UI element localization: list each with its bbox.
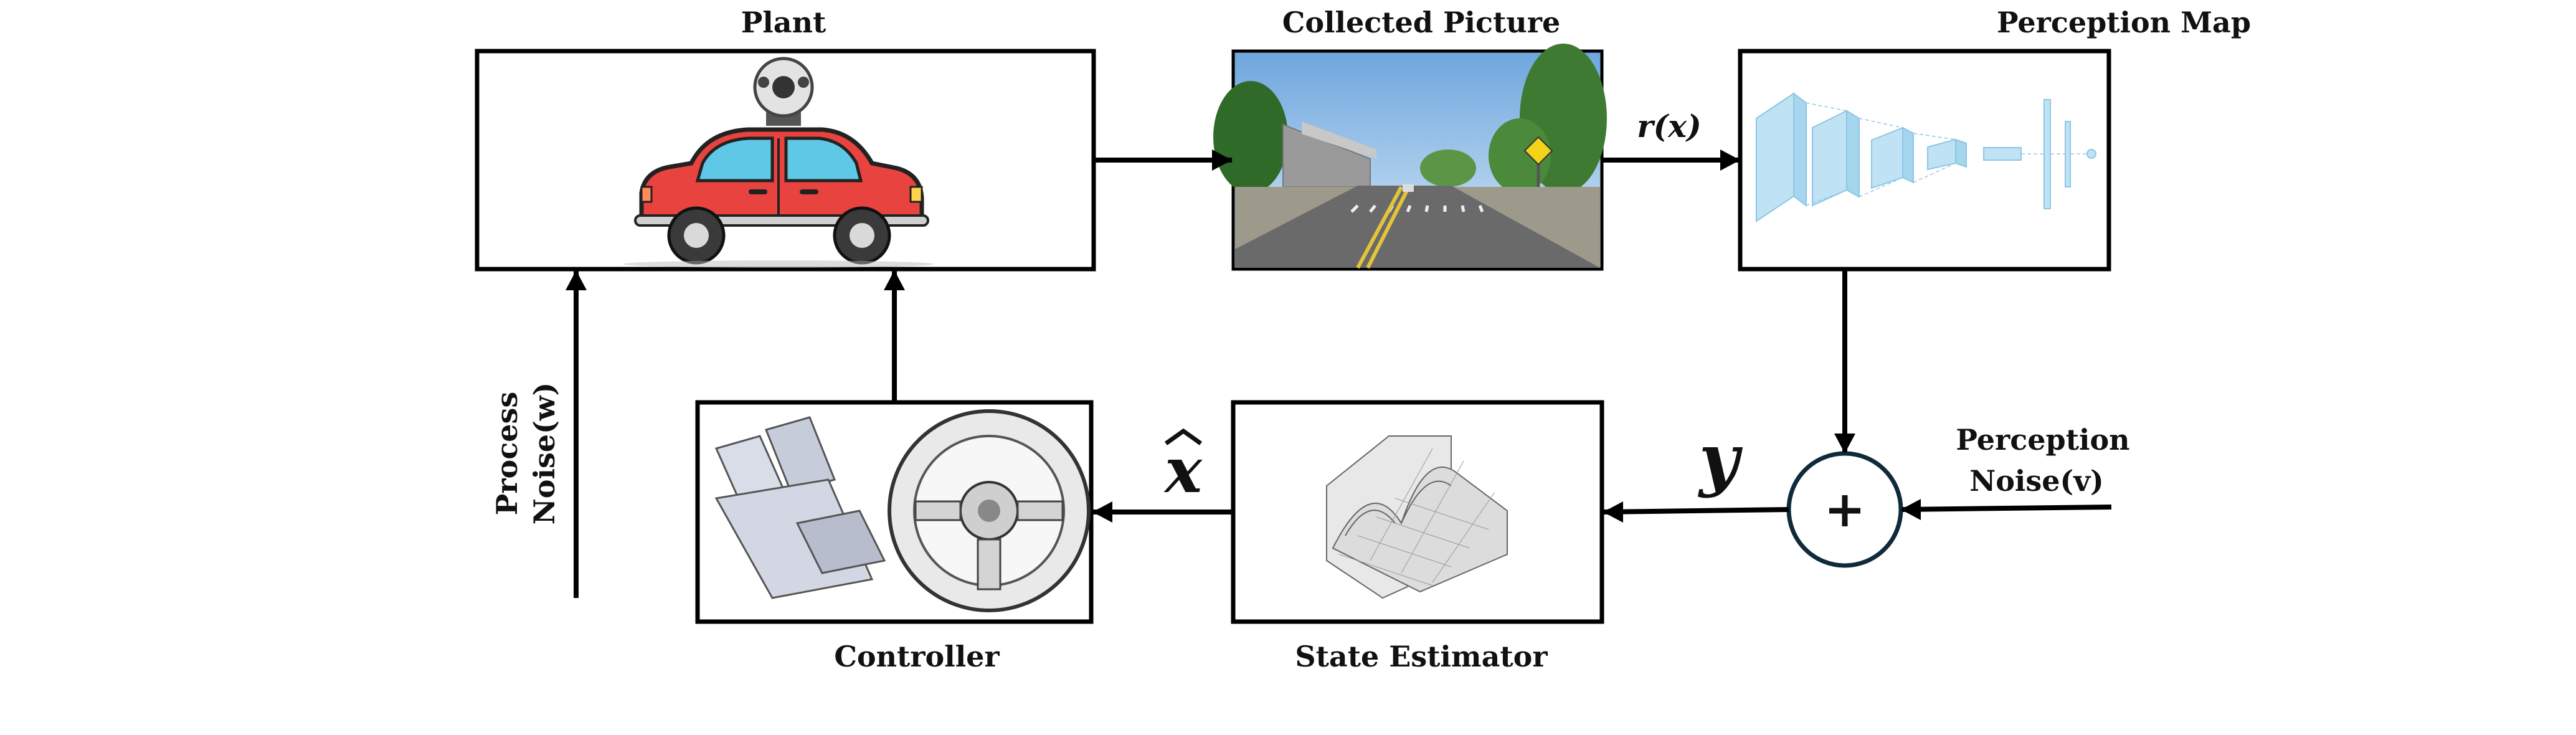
signal-arrows [573, 157, 2112, 598]
road-photo [1213, 44, 1607, 269]
arrow-perception-noise [1901, 505, 2112, 513]
state-estimator-title: State Estimator [1295, 640, 1548, 673]
svg-text:Process: Process [490, 392, 524, 516]
perception-map-title: Perception Map [1997, 6, 2251, 39]
controller-title: Controller [834, 640, 1000, 673]
arrowheads [566, 149, 1921, 523]
surface-plot-icon [1326, 435, 1508, 599]
plant-block [475, 49, 1096, 272]
neural-network-icon [1756, 92, 2096, 222]
perception-map-block [1738, 49, 2111, 272]
x-hat-label: x [1163, 428, 1203, 507]
svg-text:x: x [1163, 434, 1203, 507]
controller-block [695, 400, 1094, 624]
pedals-icon [714, 416, 886, 599]
svg-text:Noise(w): Noise(w) [528, 382, 561, 525]
r-of-x-label: r(x) [1637, 108, 1701, 145]
summing-junction: + [1786, 451, 1903, 568]
y-label: y [1697, 419, 1743, 499]
perception-noise-line1: Perception [1956, 423, 2129, 457]
collected-picture-title: Collected Picture [1282, 6, 1560, 39]
perception-noise-line2: Noise(v) [1969, 464, 2104, 498]
process-noise-label: Process Noise(w) [490, 382, 561, 525]
car-icon [623, 57, 934, 268]
arrow-sum-to-estimator [1603, 507, 1789, 515]
plant-title: Plant [741, 6, 826, 39]
state-estimator-block [1231, 400, 1604, 624]
collected-picture-block [1213, 44, 1607, 271]
steering-wheel-icon [888, 409, 1091, 612]
sum-operator: + [1824, 480, 1865, 538]
